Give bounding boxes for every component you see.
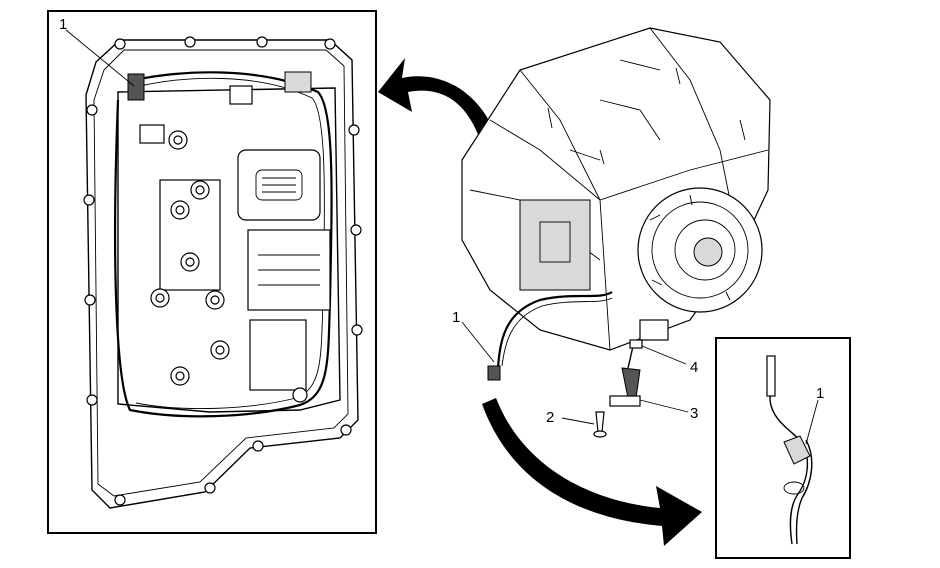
case-gasket-outline	[85, 39, 359, 509]
clip-detail-inset	[715, 337, 851, 559]
harness-connector	[284, 71, 312, 93]
wire-clip	[127, 73, 145, 101]
sensor-boss	[639, 319, 669, 341]
callout-seal: 4	[690, 359, 699, 376]
leader-line-harness	[461, 321, 495, 363]
callout-harness: 1	[452, 309, 461, 326]
valve-stack	[159, 179, 221, 291]
leader-line-1	[65, 29, 135, 87]
valve-body-bolts	[150, 130, 308, 403]
valve-body-inset	[47, 10, 377, 534]
leader-line-detail	[805, 399, 819, 445]
harness-connector-ext	[487, 365, 501, 381]
valve-body	[117, 87, 341, 413]
callout-detail-clip: 1	[816, 385, 825, 402]
transmission-assembly	[461, 27, 771, 438]
leader-line-seal	[641, 345, 687, 365]
callout-sensor: 3	[690, 405, 699, 422]
harness-clip-detail	[783, 435, 811, 465]
callout-bolt: 2	[546, 409, 555, 426]
leader-line-bolt	[561, 417, 595, 425]
arrow-down-right	[482, 398, 702, 546]
sensor-seal	[629, 339, 643, 349]
speed-sensor	[621, 367, 641, 399]
side-cover	[519, 199, 591, 291]
callout-valve-body-clip: 1	[59, 16, 68, 33]
external-harness	[496, 291, 613, 369]
arrow-up-left	[378, 58, 498, 140]
valve-cover	[249, 319, 307, 391]
inset-frame-right	[715, 337, 851, 559]
gasket-bolt-holes	[83, 36, 363, 506]
sensor-bolt	[595, 411, 605, 433]
leader-line-sensor	[639, 399, 689, 413]
